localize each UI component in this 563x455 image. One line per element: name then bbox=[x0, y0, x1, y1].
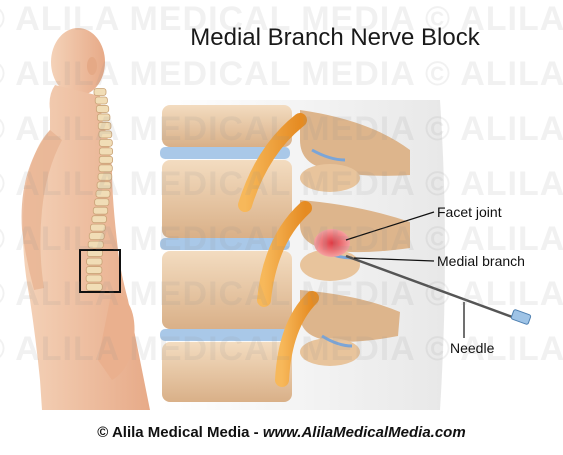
spine-vertebra bbox=[96, 113, 111, 122]
medial-branch-1 bbox=[311, 148, 346, 162]
spine-vertebra bbox=[98, 147, 114, 156]
spine-vertebra bbox=[91, 215, 107, 224]
leader-facet-joint bbox=[345, 211, 435, 241]
spine-vertebra bbox=[86, 257, 103, 266]
spine-vertebra bbox=[85, 266, 103, 274]
leader-medial-branch bbox=[353, 257, 435, 262]
lumbar-highlight-box bbox=[79, 249, 121, 293]
disc-1 bbox=[160, 147, 290, 159]
vertebra-3 bbox=[162, 251, 292, 329]
label-needle: Needle bbox=[450, 340, 495, 356]
disc-2 bbox=[160, 238, 290, 250]
spine-vertebra bbox=[93, 88, 107, 96]
needle-hub bbox=[510, 309, 532, 325]
vertebra-2 bbox=[162, 160, 292, 238]
vertebra-1 bbox=[162, 105, 292, 147]
inflamed-facet-joint bbox=[314, 229, 350, 257]
label-facet-joint: Facet joint bbox=[437, 204, 502, 220]
spine-vertebra bbox=[95, 189, 111, 198]
footer-website-link[interactable]: www.AlilaMedicalMedia.com bbox=[262, 424, 466, 441]
spine-vertebra bbox=[94, 96, 108, 105]
spine-vertebra bbox=[88, 232, 105, 241]
buttock bbox=[98, 290, 135, 380]
spine-vertebra bbox=[98, 130, 113, 139]
head bbox=[51, 28, 105, 96]
facet-3 bbox=[300, 338, 360, 366]
human-body bbox=[21, 28, 150, 410]
spine-vertebra bbox=[90, 223, 106, 232]
spine bbox=[85, 88, 114, 291]
spine-vertebra bbox=[85, 274, 103, 283]
facet-1 bbox=[300, 164, 360, 192]
medial-branch-3 bbox=[321, 334, 353, 348]
spine-vertebra bbox=[94, 198, 110, 207]
nerve-root-1 bbox=[238, 113, 307, 212]
spine-vertebra bbox=[85, 283, 103, 291]
vertebral-column-detail bbox=[160, 105, 292, 402]
disc-3 bbox=[160, 329, 290, 341]
spine-vertebra bbox=[97, 172, 113, 181]
arm bbox=[21, 130, 62, 290]
nerve-roots bbox=[238, 113, 353, 387]
nerve-root-3 bbox=[275, 291, 319, 387]
spine-vertebra bbox=[98, 155, 114, 164]
spine-vertebra bbox=[87, 240, 104, 249]
ear bbox=[87, 57, 97, 75]
spine-vertebra bbox=[97, 122, 112, 130]
nerve-root-2 bbox=[257, 201, 312, 307]
footer-credit: © Alila Medical Media - www.AlilaMedical… bbox=[0, 424, 563, 441]
needle-shaft bbox=[345, 254, 516, 320]
spine-vertebra bbox=[98, 164, 113, 173]
torso bbox=[22, 85, 150, 410]
spine-vertebra bbox=[92, 206, 109, 215]
process-3 bbox=[300, 290, 400, 342]
spine-vertebra bbox=[98, 138, 113, 147]
label-medial-branch: Medial branch bbox=[437, 253, 525, 269]
needle bbox=[345, 254, 532, 325]
spine-vertebra bbox=[95, 105, 110, 113]
spine-vertebra bbox=[96, 181, 112, 190]
footer-copyright: © Alila Medical Media - bbox=[97, 424, 263, 441]
vertebra-4 bbox=[162, 342, 292, 402]
diagram-title: Medial Branch Nerve Block bbox=[190, 24, 480, 51]
process-1 bbox=[300, 110, 410, 176]
